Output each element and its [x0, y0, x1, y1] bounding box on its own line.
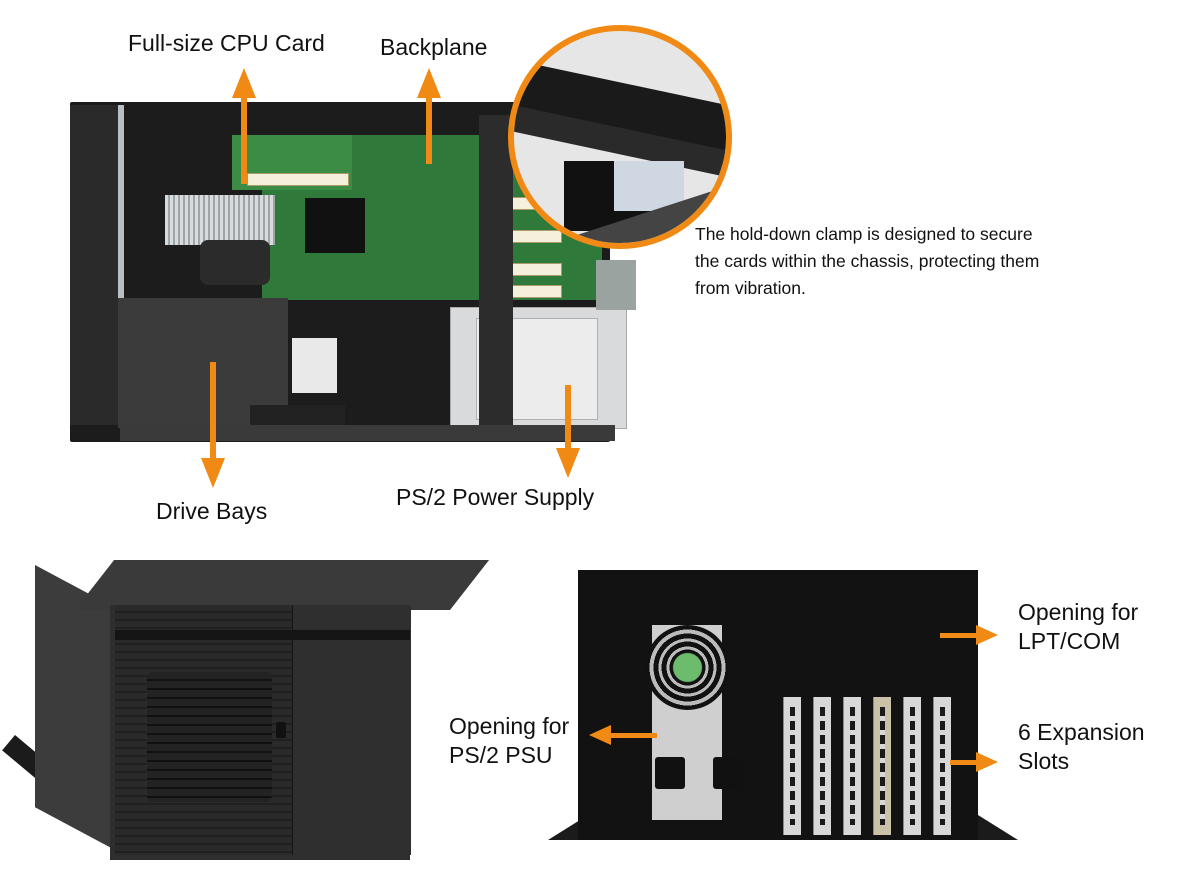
- label-power-supply: PS/2 Power Supply: [396, 484, 595, 510]
- arrow-right-icon: [976, 625, 998, 645]
- expansion-slot-bracket: [813, 697, 831, 835]
- arrow-shaft-slots: [950, 760, 978, 765]
- arrow-shaft-cpu: [241, 96, 247, 184]
- label-cpu-card: Full-size CPU Card: [128, 30, 325, 56]
- arrow-shaft-drive-bays: [210, 362, 216, 462]
- power-outlet: [713, 757, 743, 789]
- label-line: Opening for: [449, 713, 570, 739]
- arrow-shaft-backplane: [426, 96, 432, 164]
- chassis-top: [75, 560, 490, 610]
- clamp-detail-inset: [508, 25, 732, 249]
- backplane-riser: [232, 135, 352, 190]
- expansion-slot-bracket: [903, 697, 921, 835]
- arrow-down-icon: [556, 448, 580, 478]
- label-line: LPT/COM: [1018, 628, 1121, 654]
- label-backplane: Backplane: [380, 34, 488, 60]
- arrow-shaft-psu: [565, 385, 571, 450]
- expansion-slot-bracket: [933, 697, 951, 835]
- expansion-slot-bracket: [873, 697, 891, 835]
- chassis-base-rail: [120, 425, 615, 441]
- clamp-caption: The hold-down clamp is designed to secur…: [695, 221, 1115, 302]
- label-lpt-com: Opening for LPT/COM: [1018, 598, 1138, 656]
- psu-fan-icon: [645, 625, 730, 710]
- front-indicator-strip: [115, 630, 410, 640]
- door-latch: [276, 722, 286, 738]
- arrow-up-icon: [417, 68, 441, 98]
- front-door: [292, 605, 411, 855]
- chassis-side: [35, 565, 115, 850]
- hold-down-clamp: [479, 115, 513, 430]
- label-psu-opening: Opening for PS/2 PSU: [449, 712, 569, 770]
- label-line: PS/2 PSU: [449, 742, 553, 768]
- expansion-slot-bracket: [783, 697, 801, 835]
- mounting-foot: [978, 815, 1018, 840]
- chassis-side-rail: [70, 105, 124, 425]
- label-expansion-slots: 6 Expansion Slots: [1018, 718, 1145, 776]
- caption-line: the cards within the chassis, protecting…: [695, 251, 1040, 271]
- caption-line: from vibration.: [695, 278, 806, 298]
- caption-line: The hold-down clamp is designed to secur…: [695, 224, 1033, 244]
- label-line: Slots: [1018, 748, 1070, 774]
- arrow-down-icon: [201, 458, 225, 488]
- front-grille: [147, 672, 272, 802]
- arrow-up-icon: [232, 68, 256, 98]
- side-bracket: [596, 260, 636, 310]
- arrow-left-icon: [589, 725, 611, 745]
- label-line: 6 Expansion: [1018, 719, 1145, 745]
- arrow-shaft-psu-opening: [609, 733, 657, 738]
- chipset-heatsink: [305, 198, 365, 253]
- label-line: Opening for: [1018, 599, 1139, 625]
- arrow-shaft-lpt: [940, 633, 978, 638]
- cpu-heatsink: [165, 195, 275, 245]
- label-drive-bays: Drive Bays: [156, 498, 268, 524]
- cpu-fan: [200, 240, 270, 285]
- arrow-right-icon: [976, 752, 998, 772]
- expansion-slot-bracket: [843, 697, 861, 835]
- drive-bay-insert: [292, 338, 337, 393]
- power-inlet: [655, 757, 685, 789]
